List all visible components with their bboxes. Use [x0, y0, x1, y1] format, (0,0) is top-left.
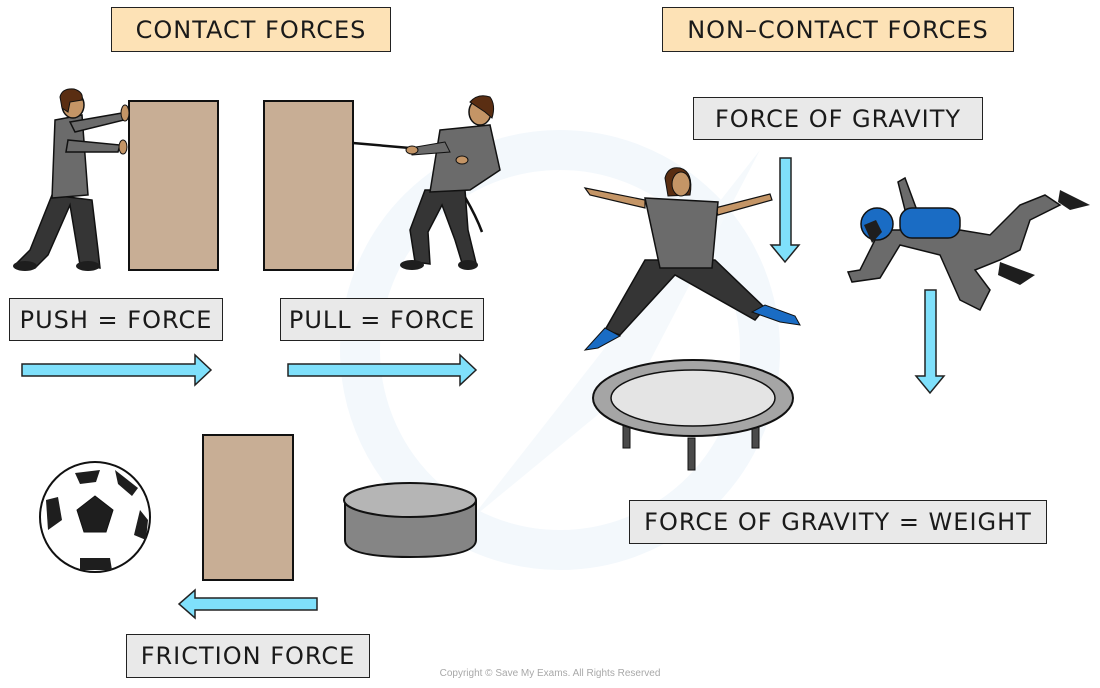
pulled-box [263, 100, 354, 271]
person-pulling-box [263, 95, 501, 271]
trampoline [592, 359, 794, 471]
friction-force-label: FRICTION FORCE [126, 634, 370, 678]
gravity-arrow-skydiver [914, 289, 946, 395]
football [39, 461, 151, 573]
force-of-gravity-label: FORCE OF GRAVITY [693, 97, 983, 140]
hockey-puck [343, 482, 477, 559]
push-force-label: PUSH = FORCE [9, 298, 223, 341]
gravity-arrow-jumper [769, 157, 801, 264]
friction-box [202, 434, 294, 581]
copyright-notice: Copyright © Save My Exams. All Rights Re… [439, 668, 661, 679]
friction-arrow [177, 588, 318, 620]
person-pushing-box [13, 88, 219, 271]
woman-jumping [583, 167, 801, 351]
push-arrow [21, 353, 213, 387]
contact-forces-heading: CONTACT FORCES [111, 7, 391, 52]
rope [352, 141, 411, 150]
pull-force-label: PULL = FORCE [280, 298, 484, 341]
pull-arrow [287, 353, 478, 387]
gravity-weight-label: FORCE OF GRAVITY = WEIGHT [629, 500, 1047, 544]
pushed-box [128, 100, 219, 271]
non-contact-forces-heading: NON–CONTACT FORCES [662, 7, 1014, 52]
skydiver [846, 176, 1090, 312]
